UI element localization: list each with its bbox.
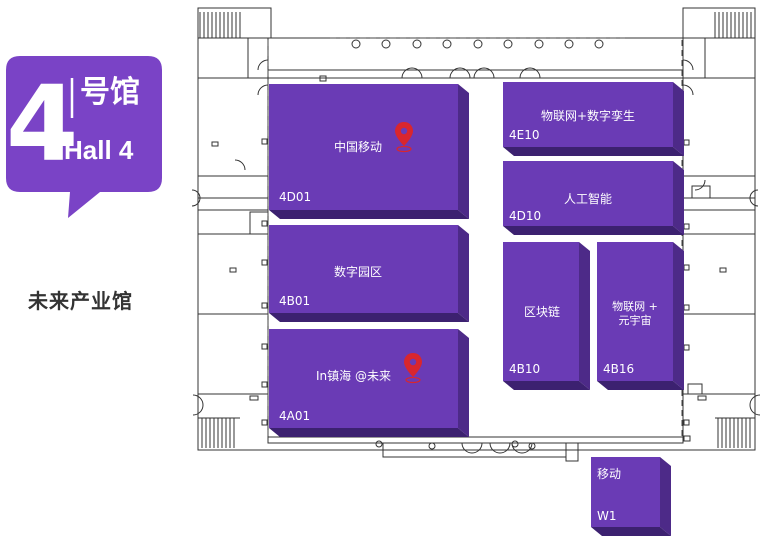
booth-4D01-code: 4D01 — [279, 190, 312, 204]
booth-4D10-code: 4D10 — [509, 209, 542, 223]
booth-4A01-top — [269, 329, 458, 428]
booth-4E10-code: 4E10 — [509, 128, 540, 142]
booth-W1-code: W1 — [597, 509, 617, 523]
booth-4B01-top — [269, 225, 458, 313]
booth-W1-side — [660, 457, 671, 536]
booth-4D01-bottom — [269, 210, 469, 219]
booth-W1[interactable] — [591, 457, 671, 536]
booth-W1-top — [591, 457, 660, 527]
booth-4B10-code: 4B10 — [509, 362, 541, 376]
booth-4B16-bottom — [597, 381, 684, 390]
hall-number: 4 — [6, 63, 78, 185]
booth-4D10-side — [673, 161, 684, 235]
booth-4D10-bottom — [503, 226, 684, 235]
booth-4B10[interactable] — [503, 242, 590, 390]
booth-4D01-name: 中国移动 — [334, 140, 383, 154]
booth-4B16-name-line2: 元宇宙 — [618, 314, 652, 327]
hall-subtitle: 未来产业馆 — [28, 289, 133, 313]
speech-bubble-icon — [6, 56, 162, 218]
booth-4E10[interactable] — [503, 82, 684, 156]
booth-4B10-top — [503, 242, 579, 381]
booth-4E10-bottom — [503, 147, 684, 156]
booth-4D10[interactable] — [503, 161, 684, 235]
booth-4B16-side — [673, 242, 684, 390]
booth-4B01[interactable] — [269, 225, 469, 322]
booth-4E10-side — [673, 82, 684, 156]
booth-4B01-code: 4B01 — [279, 294, 311, 308]
booth-W1-bottom — [591, 527, 671, 536]
booth-4D10-name: 人工智能 — [564, 192, 613, 206]
booth-4A01[interactable] — [269, 329, 469, 437]
booth-4B10-side — [579, 242, 590, 390]
location-pin-icon — [404, 353, 422, 384]
booth-4D10-top — [503, 161, 673, 226]
booth-4D01[interactable] — [269, 84, 469, 219]
booth-4B16-name: 物联网 + — [612, 300, 658, 313]
booth-4E10-top — [503, 82, 673, 147]
booth-4B16-code: 4B16 — [603, 362, 635, 376]
location-pin-icon — [395, 122, 413, 153]
booth-4D01-side — [458, 84, 469, 219]
booth-4B01-side — [458, 225, 469, 322]
hall-name-en: Hall 4 — [64, 135, 134, 165]
booth-4E10-name: 物联网+数字孪生 — [541, 109, 636, 123]
hall-name-cn: 号馆 — [80, 75, 140, 110]
booth-4B16-top — [597, 242, 673, 381]
booth-4B01-bottom — [269, 313, 469, 322]
booth-4A01-code: 4A01 — [279, 409, 311, 423]
booth-4B01-name: 数字园区 — [334, 265, 383, 279]
booth-4D01-top — [269, 84, 458, 210]
booth-4B10-name: 区块链 — [524, 305, 561, 319]
booth-4A01-side — [458, 329, 469, 437]
booth-4B10-bottom — [503, 381, 590, 390]
booth-4A01-bottom — [269, 428, 469, 437]
booth-4A01-name: In镇海 @未来 — [316, 369, 391, 383]
booth-4B16[interactable] — [597, 242, 684, 390]
booth-W1-name: 移动 — [597, 467, 622, 481]
